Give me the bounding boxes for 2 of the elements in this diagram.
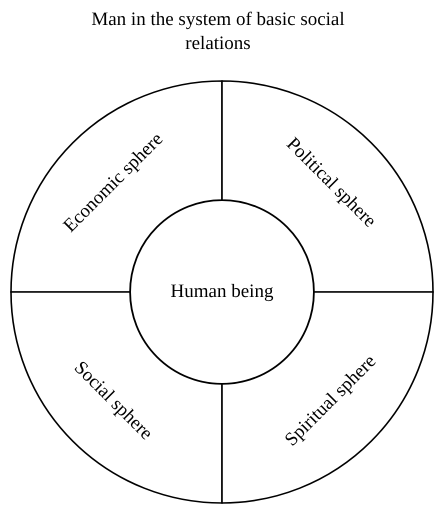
- diagram-title: Man in the system of basic social relations: [90, 8, 346, 56]
- center-label: Human being: [170, 281, 274, 303]
